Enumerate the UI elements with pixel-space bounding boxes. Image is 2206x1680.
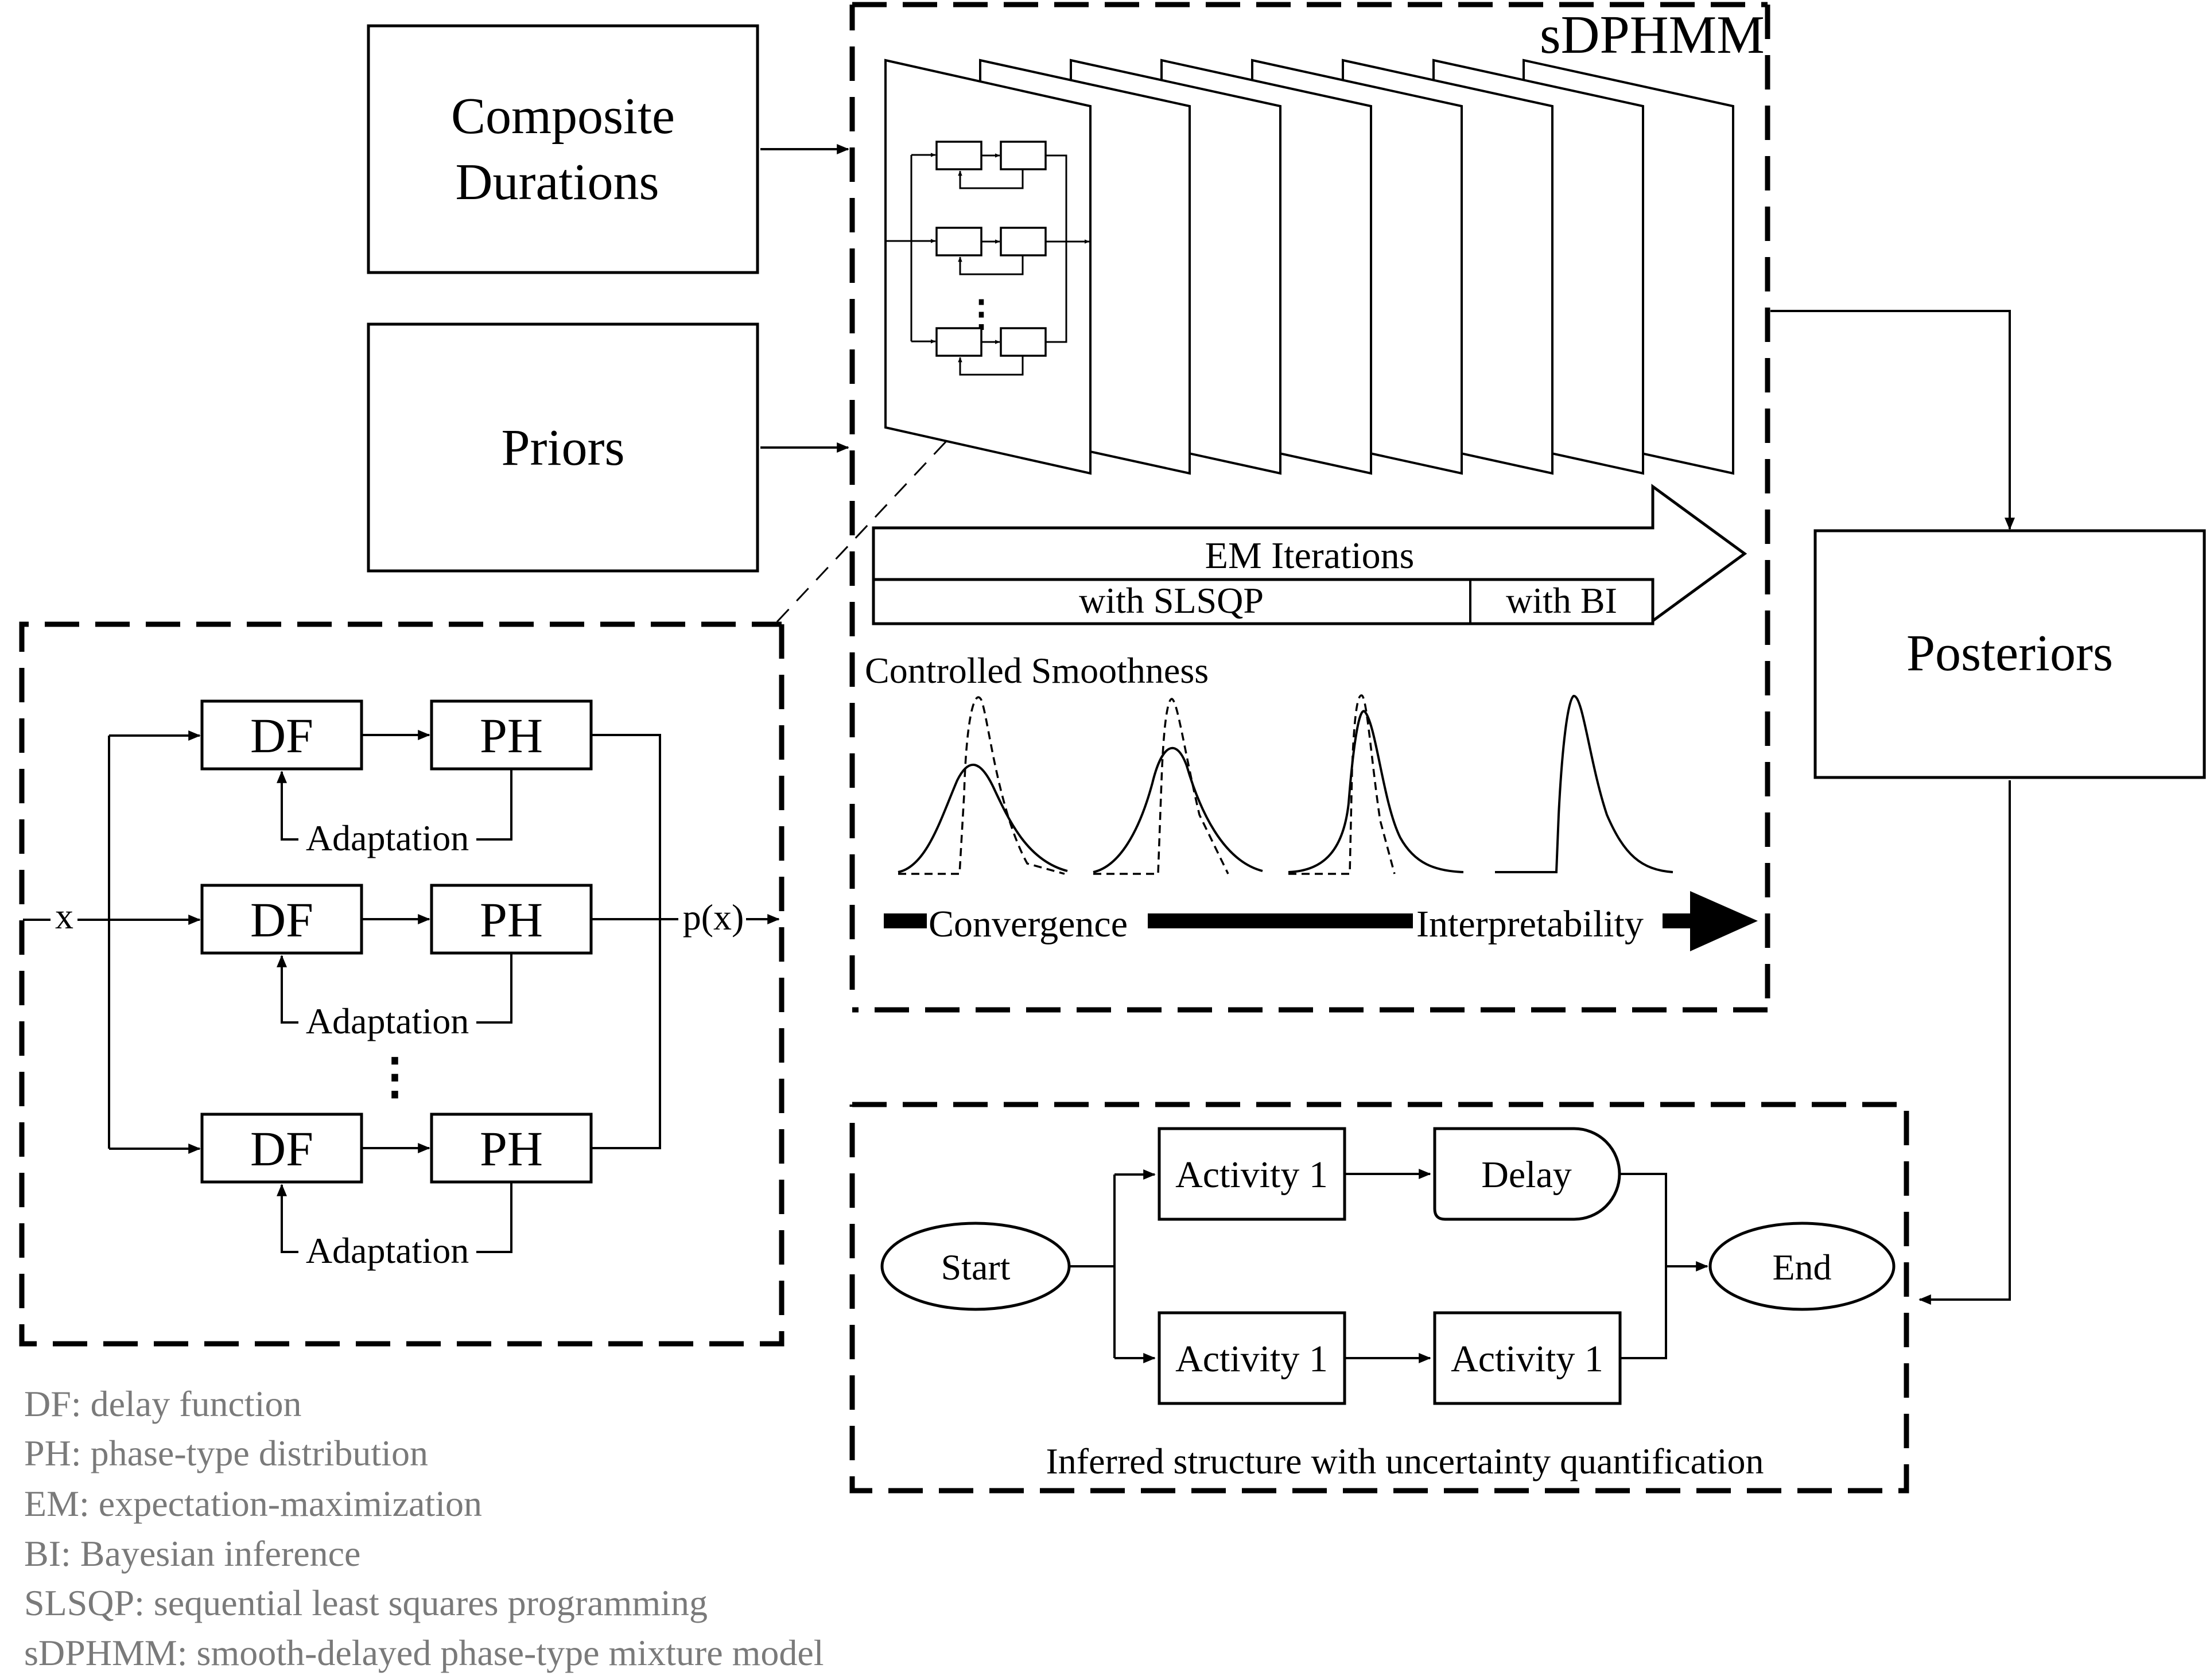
density-curve-2-solid — [1093, 746, 1263, 873]
input-x-label: x — [55, 896, 73, 936]
inferred-structure-frame — [849, 1102, 1909, 1494]
activity-top-label: Activity 1 — [1175, 1154, 1328, 1196]
mixture-detail-frame — [19, 621, 784, 1347]
start-label: Start — [941, 1247, 1011, 1288]
controlled-smoothness-label: Controlled Smoothness — [865, 650, 1209, 691]
legend-entry: sDPHMM: smooth-delayed phase-type mixtur… — [24, 1632, 824, 1673]
mixture-branch-1: DF PH Adaptation — [200, 699, 593, 858]
composite-label-line1: Composite — [451, 88, 675, 145]
mixture-branch-3: DF PH Adaptation — [200, 1113, 593, 1271]
em-iterations-arrow: EM Iterations with SLSQP with BI — [872, 484, 1747, 625]
ph-label: PH — [480, 1121, 543, 1176]
df-label: DF — [250, 708, 313, 763]
legend-entry: BI: Bayesian inference — [24, 1533, 360, 1574]
convergence-label: Convergence — [929, 903, 1128, 945]
ph-label: PH — [480, 708, 543, 763]
legend-entry: PH: phase-type distribution — [24, 1433, 428, 1473]
with-bi-label: with BI — [1506, 580, 1617, 621]
zoom-indicator-line — [774, 441, 947, 625]
activity-bottom-right-label: Activity 1 — [1451, 1338, 1603, 1380]
mini-mixture-schematic: ⋮ — [885, 141, 1090, 376]
activity-top-node — [1158, 1127, 1346, 1221]
adaptation-label: Adaptation — [306, 1001, 469, 1041]
interpretability-label: Interpretability — [1416, 903, 1644, 945]
em-iterations-label: EM Iterations — [1205, 535, 1415, 577]
posteriors-to-structure-arrow — [1918, 780, 2011, 1305]
structure-caption: Inferred structure with uncertainty quan… — [1046, 1441, 1764, 1481]
activity-bottom-right-node — [1433, 1311, 1622, 1405]
inferred-structure: Start Activity 1 Delay Activity 1 Activi… — [880, 1127, 1896, 1481]
density-curve-3-dashed — [1288, 694, 1396, 875]
sdphmm-frame: sDPHMM — [849, 2, 1770, 1013]
model-page — [884, 59, 1092, 475]
mixture-branch-2: DF PH Adaptation — [200, 884, 593, 1041]
abbreviation-legend: DF: delay function PH: phase-type distri… — [24, 1383, 824, 1673]
activity-bottom-left-label: Activity 1 — [1175, 1338, 1328, 1380]
df-label: DF — [250, 892, 313, 947]
legend-entry: EM: expectation-maximization — [24, 1483, 482, 1524]
legend-entry: DF: delay function — [24, 1383, 301, 1424]
with-slsqp-label: with SLSQP — [1079, 580, 1264, 621]
sdphmm-title: sDPHMM — [1540, 5, 1765, 65]
posteriors-block: Posteriors — [1813, 529, 2206, 779]
priors-block: Priors — [367, 322, 759, 573]
mixture-detail: x DF PH Adaptation DF PH Adaptation — [23, 699, 780, 1271]
legend-entry: SLSQP: sequential least squares programm… — [24, 1582, 708, 1623]
adaptation-label: Adaptation — [306, 818, 469, 858]
density-curve-3-solid — [1288, 710, 1464, 873]
posteriors-label: Posteriors — [1906, 625, 2113, 682]
model-to-posteriors-arrow — [1770, 310, 2015, 530]
ph-label: PH — [480, 892, 543, 947]
density-curve-1-dashed — [898, 696, 1065, 875]
density-curve-4-solid — [1495, 695, 1673, 873]
df-label: DF — [250, 1121, 313, 1176]
density-curve-1-solid — [898, 763, 1068, 873]
end-label: End — [1772, 1247, 1831, 1288]
composite-label-line2: Durations — [456, 154, 659, 211]
priors-label: Priors — [501, 419, 624, 476]
mini-ellipsis: ⋮ — [963, 293, 1000, 334]
density-curve-2-dashed — [1093, 698, 1229, 875]
output-px-label: p(x) — [683, 897, 744, 938]
model-pages-stack: ⋮ — [884, 59, 1734, 475]
branch-ellipsis: ⋮ — [370, 1049, 420, 1104]
delay-label: Delay — [1481, 1154, 1572, 1196]
composite-durations-block: Composite Durations — [367, 24, 759, 274]
smoothness-curves — [898, 694, 1673, 875]
delay-node — [1433, 1127, 1621, 1221]
convergence-arrow: Convergence Interpretability — [884, 891, 1758, 951]
end-node — [1708, 1222, 1896, 1311]
adaptation-label: Adaptation — [306, 1230, 469, 1271]
